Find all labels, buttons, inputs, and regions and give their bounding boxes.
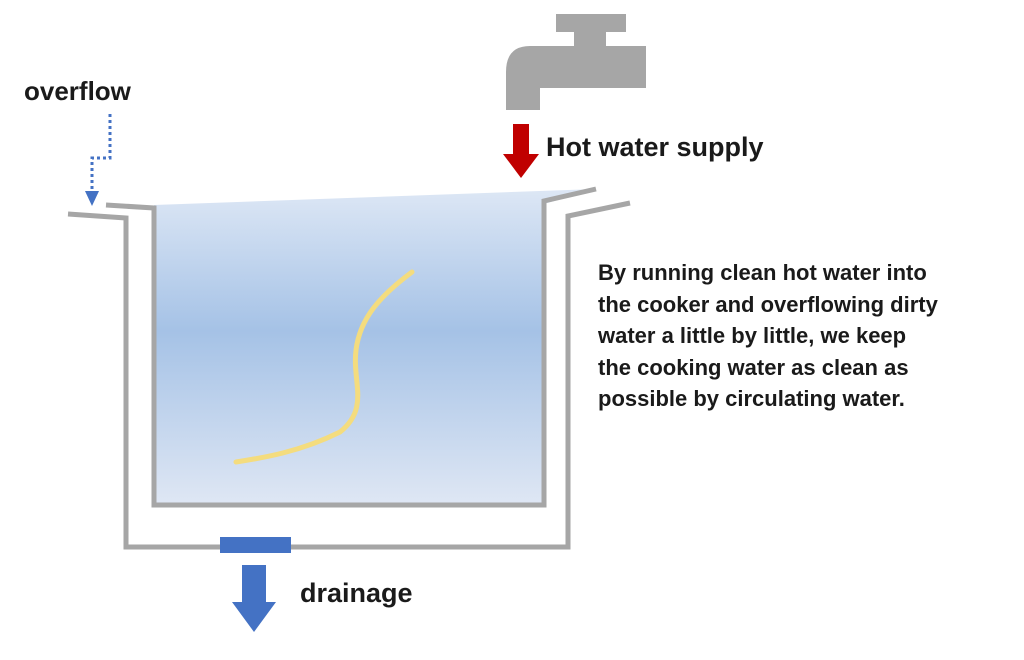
overflow-label: overflow (24, 76, 131, 106)
faucet-icon (506, 14, 646, 110)
hot-water-supply-label: Hot water supply (546, 132, 764, 162)
faucet-stem (574, 30, 606, 48)
outer-pot-wall (67, 200, 631, 550)
hot-water-arrow-icon (503, 124, 539, 178)
description-text: By running clean hot water into the cook… (598, 260, 938, 411)
faucet-handle (556, 14, 626, 32)
inner-pot-wall (105, 186, 597, 508)
overflow-arrow-icon (85, 114, 112, 206)
drainage-label: drainage (300, 578, 413, 608)
drain-outlet (220, 537, 291, 553)
noodle (233, 269, 415, 465)
faucet-spout (506, 46, 646, 110)
water-fill (154, 189, 596, 505)
drainage-arrow-icon (232, 565, 276, 632)
